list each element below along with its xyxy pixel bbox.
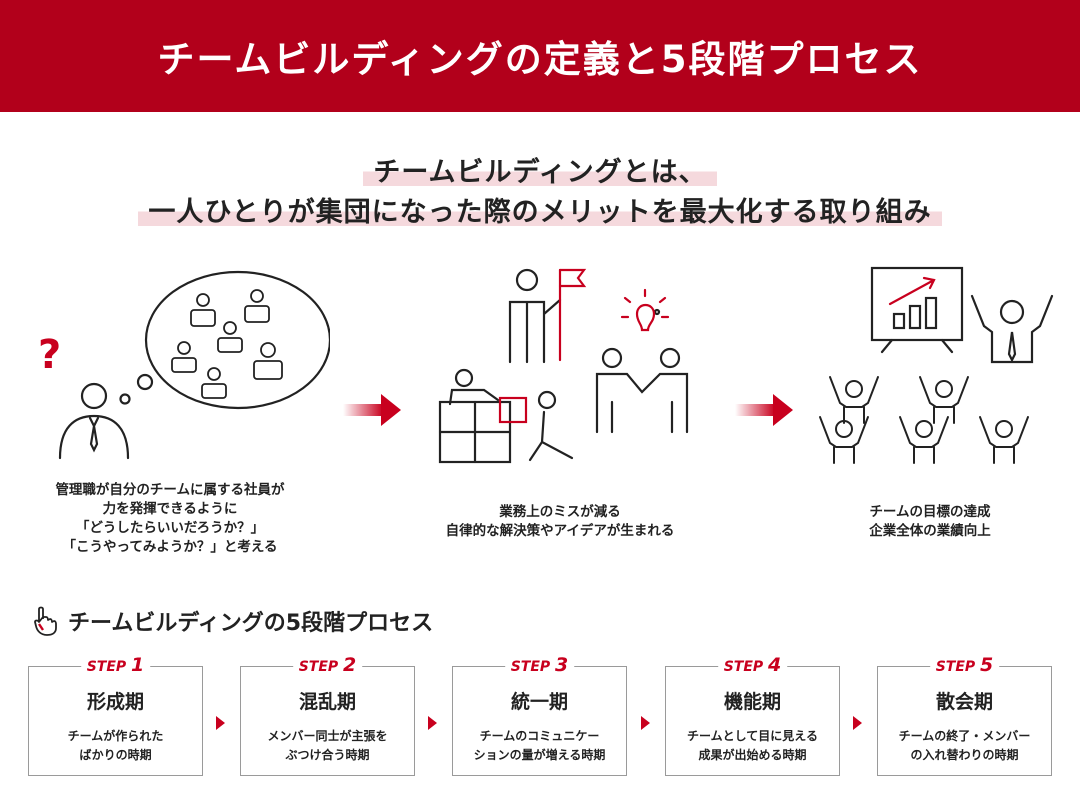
page-title: チームビルディングの定義と5段階プロセス (157, 38, 923, 81)
definition-line-2: 一人ひとりが集団になった際のメリットを最大化する取り組み (0, 190, 1080, 229)
step-arrow-icon (216, 716, 225, 730)
step-tag: STEP 3 (504, 654, 575, 676)
step-card-5: STEP 5 散会期 チームの終了・メンバーの入れ替わりの時期 (877, 654, 1052, 776)
step-card-2: STEP 2 混乱期 メンバー同士が主張をぶつけ合う時期 (240, 654, 415, 776)
pointing-hand-icon (34, 606, 57, 636)
step-card-1: STEP 1 形成期 チームが作られたばかりの時期 (28, 654, 203, 776)
step-card-3: STEP 3 統一期 チームのコミュニケーションの量が増える時期 (452, 654, 627, 776)
caption-achievement: チームの目標の達成企業全体の業績向上 (869, 504, 991, 539)
step-card-4: STEP 4 機能期 チームとして目に見える成果が出始める時期 (665, 654, 840, 776)
process-heading: チームビルディングの5段階プロセス (32, 605, 433, 637)
svg-text:?: ? (38, 332, 61, 378)
step-title: 混乱期 (298, 691, 356, 713)
step-tag: STEP 4 (717, 654, 788, 676)
flow-arrow-1 (343, 394, 401, 426)
step-title: 統一期 (510, 691, 568, 713)
step-tag: STEP 2 (292, 654, 363, 676)
step-description: チームが作られたばかりの時期 (67, 729, 164, 762)
step-title: 機能期 (723, 691, 781, 713)
flow-arrow-2 (735, 394, 793, 426)
step-title: 散会期 (935, 691, 993, 713)
thinking-manager-illustration: ? (38, 270, 330, 460)
step-description: メンバー同士が主張をぶつけ合う時期 (267, 729, 388, 762)
step-description: チームとして目に見える成果が出始める時期 (687, 729, 818, 762)
step-arrow-icon (428, 716, 437, 730)
definition-line-1: チームビルディングとは、 (0, 150, 1080, 189)
teamwork-illustration (438, 268, 689, 464)
goal-achieved-illustration (819, 266, 1054, 464)
step-arrow-icon (853, 716, 862, 730)
step-tag: STEP 1 (80, 654, 151, 676)
step-arrow-icon (641, 716, 650, 730)
step-tag: STEP 5 (929, 654, 1000, 676)
step-description: チームのコミュニケーションの量が増える時期 (473, 729, 606, 762)
caption-manager: 管理職が自分のチームに属する社員が力を発揮できるように 「どうしたらいいだろうか… (55, 482, 285, 555)
step-title: 形成期 (86, 691, 144, 713)
caption-teamwork: 業務上のミスが減る自律的な解決策やアイデアが生まれる (445, 504, 675, 539)
title-banner: チームビルディングの定義と5段階プロセス (0, 0, 1080, 112)
step-description: チームの終了・メンバーの入れ替わりの時期 (898, 729, 1031, 762)
